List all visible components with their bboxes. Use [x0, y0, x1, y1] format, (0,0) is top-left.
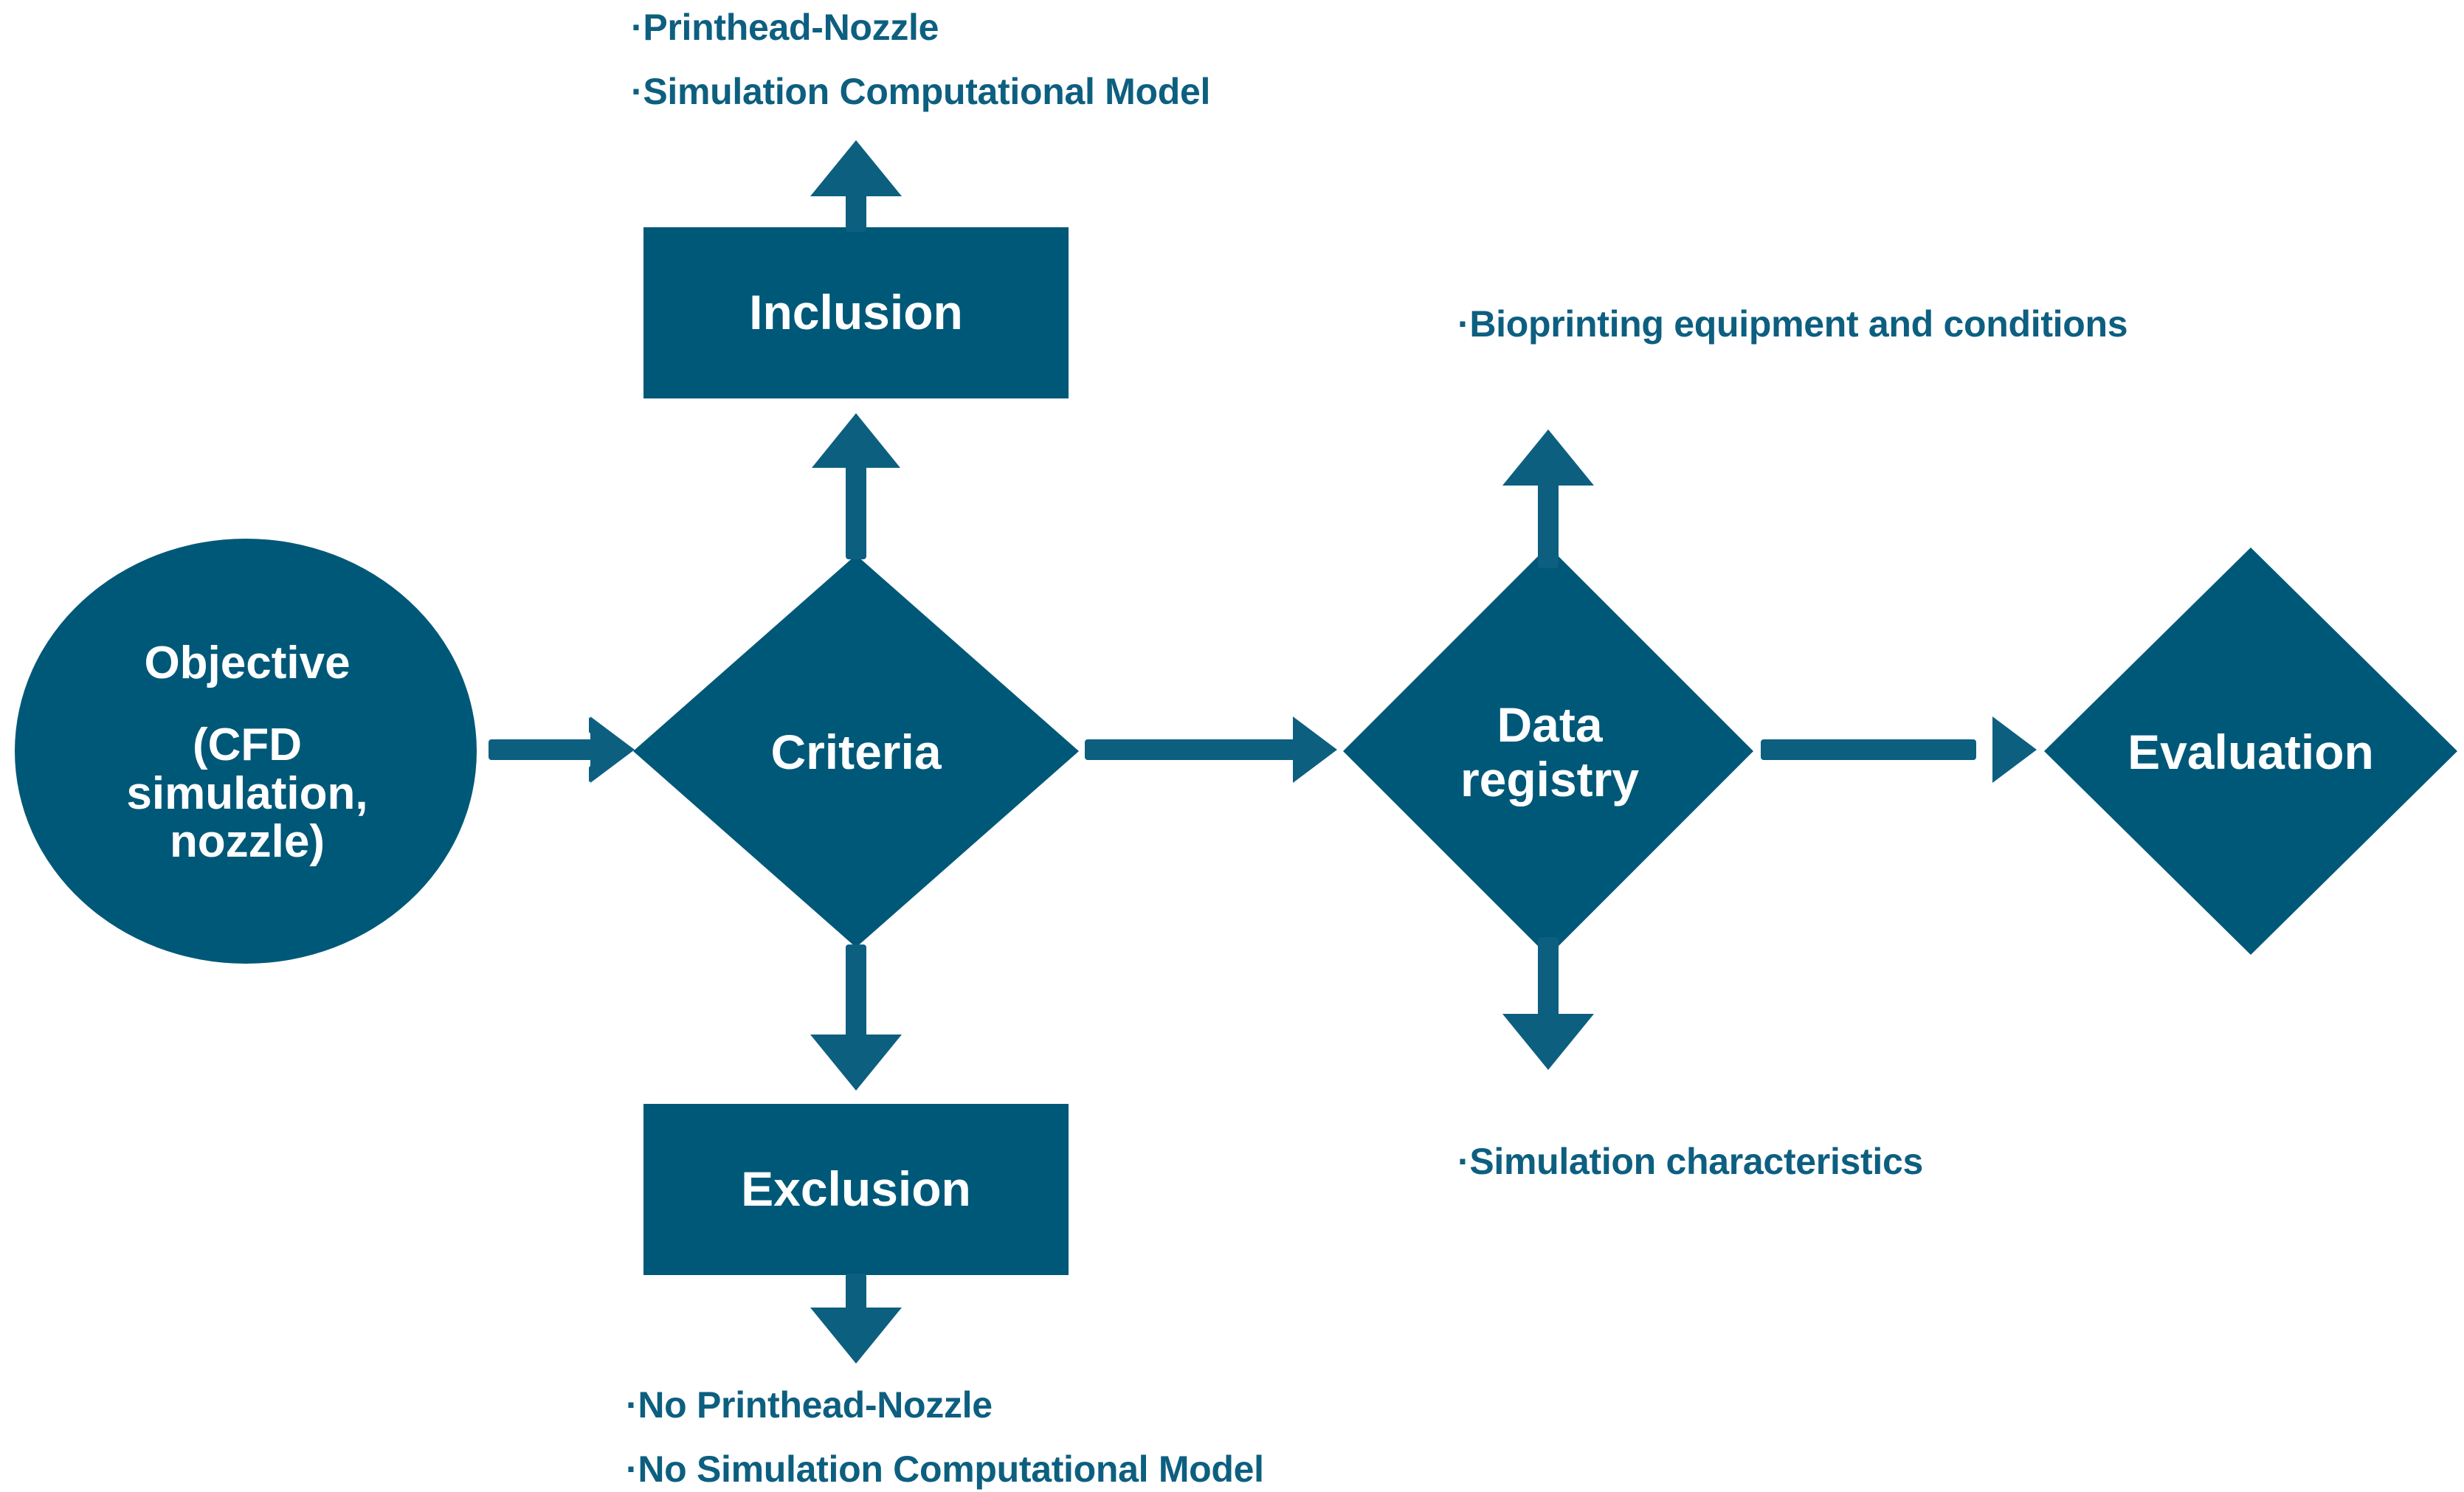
arrow-criteria-to-inclusion	[812, 413, 900, 559]
arrow-criteria-to-data-registry	[1085, 716, 1337, 783]
annotation-exclusion-item-1: ·No Printhead-Nozzle	[626, 1384, 993, 1426]
arrow-data-registry-up	[1502, 429, 1594, 568]
node-data-registry-shape[interactable]	[1343, 546, 1753, 956]
arrow-criteria-to-exclusion	[810, 944, 902, 1091]
annotation-data-registry-up: ·Bioprinting equipment and conditions	[1457, 303, 2128, 345]
node-inclusion-shape[interactable]	[643, 227, 1069, 398]
node-exclusion-shape[interactable]	[643, 1104, 1069, 1275]
arrow-data-registry-down	[1502, 937, 1594, 1070]
node-evaluation-shape[interactable]	[2044, 548, 2457, 955]
arrow-data-registry-to-evaluation	[1761, 716, 2037, 783]
annotation-inclusion-item-1: ·Printhead-Nozzle	[631, 7, 939, 48]
annotation-inclusion-item-2: ·Simulation Computational Model	[631, 71, 1211, 112]
annotation-data-registry-down: ·Simulation characteristics	[1457, 1141, 1924, 1182]
arrow-objective-to-criteria	[489, 716, 635, 783]
arrow-inclusion-to-items	[810, 140, 902, 232]
arrow-exclusion-to-items	[810, 1274, 902, 1364]
node-criteria-shape[interactable]	[633, 555, 1079, 947]
node-objective-shape[interactable]	[15, 539, 477, 964]
annotation-exclusion-item-2: ·No Simulation Computational Model	[626, 1448, 1264, 1490]
